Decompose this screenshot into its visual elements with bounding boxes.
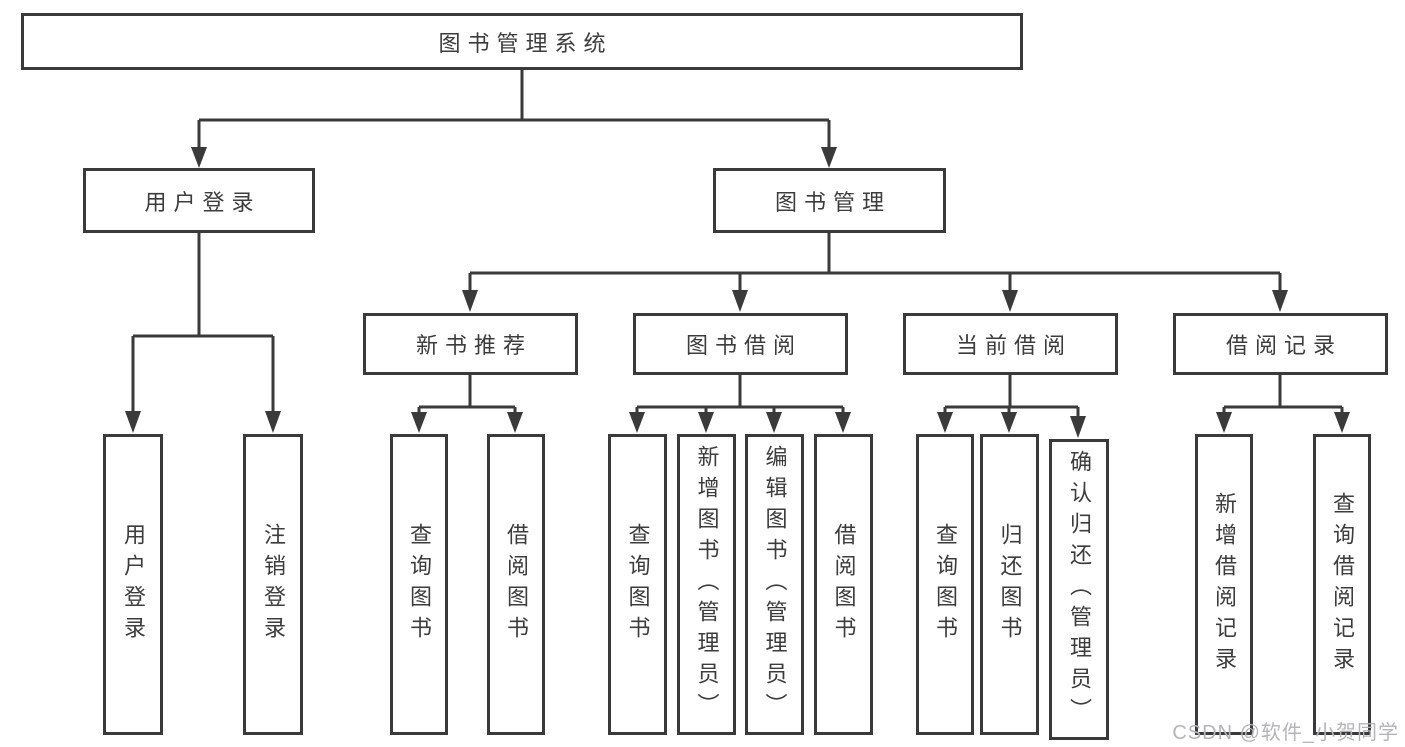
- node-user-login-label: 用户登录: [144, 189, 261, 215]
- leaf-return-books: 归还图书: [980, 434, 1039, 735]
- leaf-query-books-borrow-label: 查询图书: [625, 522, 651, 647]
- leaf-edit-books-admin: 编辑图书（管理员）: [745, 434, 804, 735]
- leaf-user-login-label: 用户登录: [121, 522, 146, 647]
- leaf-confirm-return-admin-label: 确认归还（管理员）: [1067, 450, 1092, 729]
- node-book-management-label: 图书管理: [774, 189, 891, 215]
- leaf-borrow-books-label: 借阅图书: [831, 522, 857, 647]
- node-new-book-recommend: 新书推荐: [363, 313, 578, 375]
- node-borrow-records: 借阅记录: [1173, 313, 1388, 375]
- leaf-add-borrow-record: 新增借阅记录: [1195, 434, 1253, 735]
- leaf-query-books-current: 查询图书: [916, 434, 974, 735]
- leaf-query-books-recommend: 查询图书: [390, 434, 448, 735]
- leaf-query-books-borrow: 查询图书: [608, 434, 667, 735]
- node-user-login: 用户登录: [83, 168, 315, 233]
- node-borrow-records-label: 借阅记录: [1225, 333, 1342, 358]
- leaf-add-borrow-record-label: 新增借阅记录: [1212, 491, 1237, 678]
- leaf-borrow-books-recommend-label: 借阅图书: [504, 522, 529, 647]
- leaf-logout-label: 注销登录: [261, 522, 286, 647]
- leaf-borrow-books-recommend: 借阅图书: [487, 434, 545, 735]
- leaf-confirm-return-admin: 确认归还（管理员）: [1049, 439, 1109, 740]
- leaf-query-borrow-record-label: 查询借阅记录: [1330, 491, 1355, 678]
- node-book-borrow-label: 图书借阅: [685, 333, 802, 358]
- node-current-borrow-label: 当前借阅: [955, 333, 1072, 358]
- csdn-watermark: CSDN @软件_小贺同学: [1172, 722, 1399, 744]
- leaf-return-books-label: 归还图书: [997, 522, 1023, 647]
- node-library-system: 图书管理系统: [21, 13, 1023, 70]
- leaf-query-books-recommend-label: 查询图书: [407, 522, 432, 647]
- node-new-book-recommend-label: 新书推荐: [415, 333, 532, 358]
- leaf-user-login: 用户登录: [103, 434, 163, 735]
- node-book-management: 图书管理: [713, 168, 946, 233]
- leaf-query-borrow-record: 查询借阅记录: [1313, 434, 1371, 735]
- leaf-add-books-admin: 新增图书（管理员）: [677, 434, 736, 735]
- leaf-query-books-current-label: 查询图书: [933, 522, 958, 647]
- node-book-borrow: 图书借阅: [633, 313, 848, 375]
- leaf-add-books-admin-label: 新增图书（管理员）: [694, 445, 720, 724]
- leaf-borrow-books: 借阅图书: [814, 434, 873, 735]
- leaf-edit-books-admin-label: 编辑图书（管理员）: [762, 445, 788, 724]
- leaf-logout: 注销登录: [243, 434, 303, 735]
- node-library-system-label: 图书管理系统: [438, 30, 613, 56]
- node-current-borrow: 当前借阅: [903, 313, 1118, 375]
